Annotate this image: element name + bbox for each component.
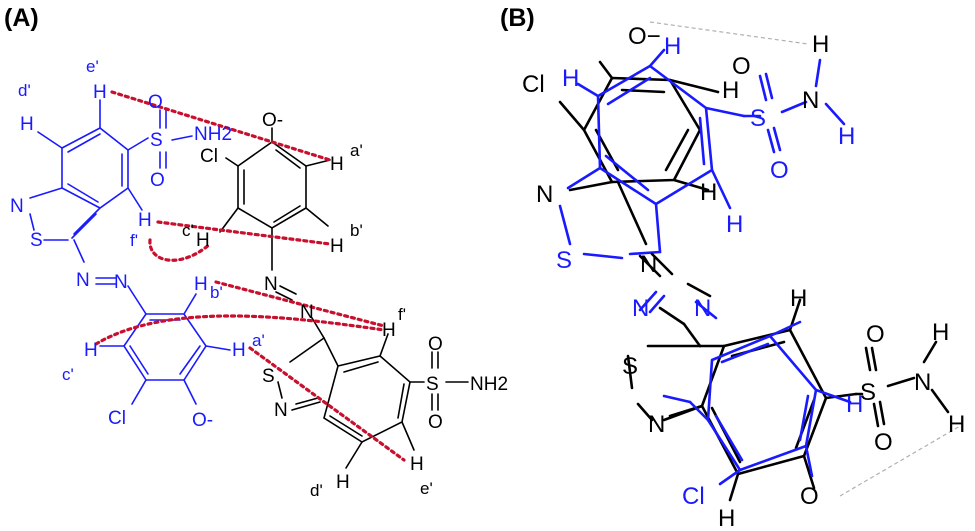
atom-h-b-black: H xyxy=(330,236,344,257)
atom-o-bot1: O xyxy=(866,321,885,348)
atom-o1-blue: O xyxy=(148,92,163,113)
hbond-top xyxy=(649,21,809,45)
atom-h-c-blue: H xyxy=(84,340,98,361)
atom-h-nh-bot1: H xyxy=(932,319,949,346)
label-a-blue: a' xyxy=(252,331,265,350)
atom-nh2-blue: NH2 xyxy=(194,124,232,145)
hbond-bottom xyxy=(839,425,961,497)
label-f-blue: f' xyxy=(130,231,138,250)
atom-h-ring-mid2: H xyxy=(726,211,743,238)
noe-c-f xyxy=(94,314,386,346)
top-blue-ring xyxy=(558,48,846,260)
atom-o-minus-top: O− xyxy=(628,23,661,50)
atom-n-ring-black: N xyxy=(274,400,288,421)
atom-h-top1: H xyxy=(664,33,681,60)
atom-o-minus-blue: O- xyxy=(192,410,213,431)
label-f-black: f' xyxy=(398,305,406,324)
atom-h-f-blue: H xyxy=(138,210,152,231)
atom-n-top: N xyxy=(802,87,819,114)
atom-h-b-blue: H xyxy=(194,274,208,295)
atom-o-top1: O xyxy=(732,53,751,80)
atom-n-azo2: N xyxy=(632,295,649,322)
atom-h-b1: H xyxy=(790,285,807,312)
label-d-blue: d' xyxy=(18,81,31,100)
atom-n-azo1: N xyxy=(640,251,657,278)
atom-n-ring-blue: N xyxy=(10,196,24,217)
black-molecule-atoms: O- Cl H a' H b' H c' N N H f' S N O S NH… xyxy=(182,110,508,500)
atom-n-ring2: N xyxy=(648,411,665,438)
top-black-ring xyxy=(558,60,720,246)
blue-molecule-atoms: e' H d' H O S NH2 O N S H f' N N H b' H … xyxy=(10,57,265,431)
atom-s-black: S xyxy=(426,374,439,395)
atom-nh2-black: NH2 xyxy=(470,374,508,395)
noe-b-f xyxy=(214,280,386,328)
noe-f-c xyxy=(148,238,212,262)
atom-h-last: H xyxy=(718,505,735,531)
interaction-lines xyxy=(94,90,406,462)
atom-h-d-blue: H xyxy=(20,114,34,135)
atom-o-bot: O xyxy=(800,483,819,510)
atom-h-bot-blue: H xyxy=(846,391,863,418)
atom-h-d-black: H xyxy=(336,472,350,493)
atom-h-nh-top: H xyxy=(812,31,829,58)
atom-o-top2: O xyxy=(770,157,789,184)
panel-label-b: (B) xyxy=(500,4,535,32)
atom-n-azo1-black: N xyxy=(264,274,278,295)
atom-h-a-blue: H xyxy=(232,340,246,361)
label-c-black: c' xyxy=(182,221,194,240)
label-d-black: d' xyxy=(310,481,323,500)
panel-a-diagram: e' H d' H O S NH2 O N S H f' N N H b' H … xyxy=(10,57,508,500)
noe-f-b xyxy=(156,220,332,246)
label-a-black: a' xyxy=(350,141,363,160)
atom-n-bot: N xyxy=(914,369,931,396)
panel-b-diagram: O− H Cl H H H O S N H O H H N S N N N S … xyxy=(522,21,965,531)
atom-n-azo3: N xyxy=(694,295,711,322)
atom-s-ring-blue: S xyxy=(30,230,43,251)
panel-b-atoms: O− H Cl H H H O S N H O H H N S N N N S … xyxy=(522,23,965,531)
atom-h-e-blue: H xyxy=(93,82,107,103)
atom-cl-top: Cl xyxy=(522,71,545,98)
atom-h-mid: H xyxy=(722,77,739,104)
atom-s-ring2: S xyxy=(622,353,638,380)
atom-o2-black: O xyxy=(428,412,443,433)
atom-cl-bot: Cl xyxy=(682,483,705,510)
label-b-blue: b' xyxy=(210,283,223,302)
atom-n-ring1: N xyxy=(536,181,553,208)
atom-h-a-black: H xyxy=(330,154,344,175)
atom-cl-black: Cl xyxy=(200,146,218,167)
bottom-blue-ring xyxy=(662,320,852,486)
atom-s-top: S xyxy=(750,105,766,132)
label-e-black: e' xyxy=(420,479,433,498)
atom-h-e-black: H xyxy=(410,454,424,475)
atom-h-top2: H xyxy=(562,65,579,92)
blue-molecule-bonds xyxy=(29,99,231,405)
label-c-blue: c' xyxy=(62,365,74,384)
atom-o-minus-black: O- xyxy=(262,110,283,131)
atom-o-bot2: O xyxy=(874,429,893,456)
label-e-blue: e' xyxy=(86,57,99,76)
atom-s-blue: S xyxy=(150,130,163,151)
atom-h-ring-mid1: H xyxy=(700,179,717,206)
atom-n-azo1-blue: N xyxy=(76,270,90,291)
atom-h-c-black: H xyxy=(196,230,210,251)
atom-o2-blue: O xyxy=(150,170,165,191)
noe-a-e xyxy=(248,346,406,462)
atom-h-nh-top2: H xyxy=(838,123,855,150)
black-molecule-bonds xyxy=(219,127,469,469)
panel-label-a: (A) xyxy=(4,4,39,32)
atom-h-f-black: H xyxy=(382,320,396,341)
atom-s-bot: S xyxy=(860,379,876,406)
noe-e-a xyxy=(110,90,332,162)
atom-n-azo2-black: N xyxy=(300,302,314,323)
atom-n-azo2-blue: N xyxy=(114,272,128,293)
azo-linkers xyxy=(638,252,718,348)
label-b-black: b' xyxy=(350,221,363,240)
atom-o1-black: O xyxy=(428,334,443,355)
atom-h-nh-bot2: H xyxy=(948,411,965,438)
atom-cl-blue: Cl xyxy=(108,408,126,429)
atom-s-ring-black: S xyxy=(262,366,275,387)
atom-s-ring1: S xyxy=(556,247,572,274)
